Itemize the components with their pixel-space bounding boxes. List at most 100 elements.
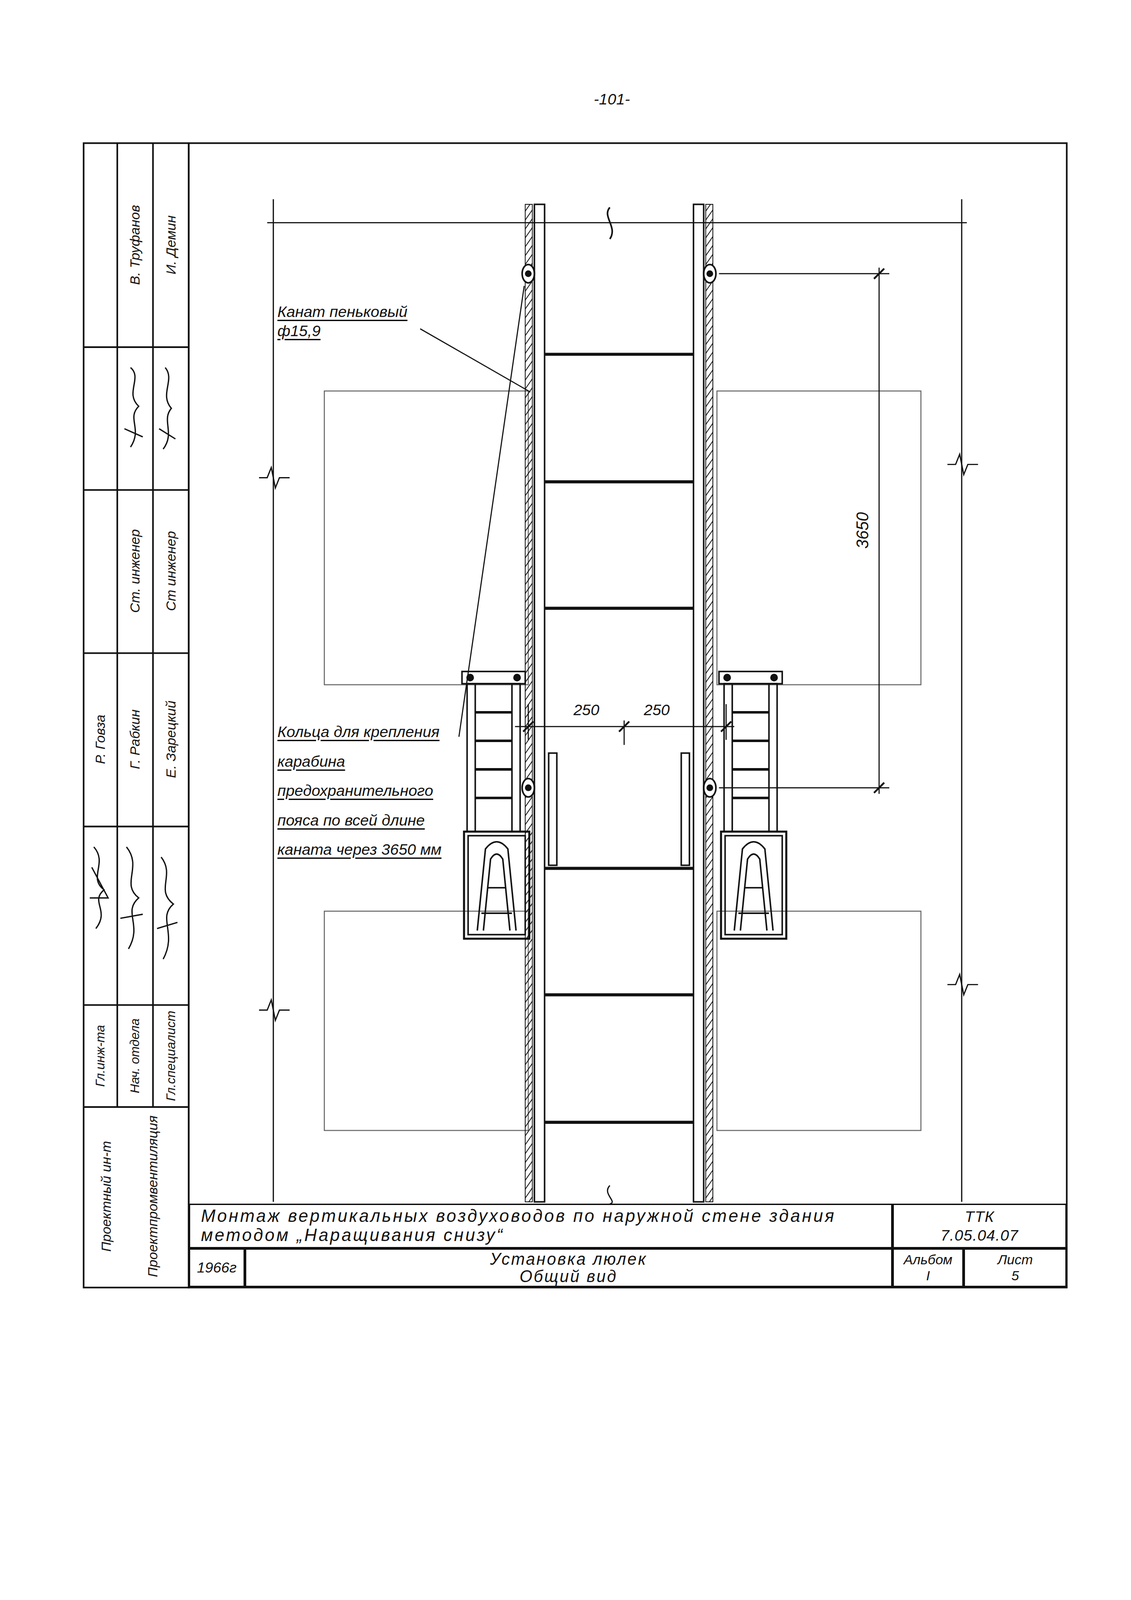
stamp-position: Гл.специалист [163,1010,179,1101]
rope-ring [525,785,531,791]
stamp-name: Е. Зарецкий [162,700,180,779]
window-opening [324,390,529,685]
hemp-rope [705,204,713,1202]
page-number: -101- [593,89,630,109]
stamp-position: Гл.инж-та [92,1024,109,1087]
rope-ring [707,785,713,791]
extension-line [607,1185,613,1204]
sheet-title-cell: Установка люлекОбщий вид [244,1248,893,1287]
sheet-frame [83,488,189,491]
rope-ring [525,271,531,277]
ladder [693,204,704,1202]
ladder [544,993,694,997]
cradle [719,671,787,939]
extension-line [960,199,963,1202]
ladder [544,480,694,484]
extension-line [259,199,979,1204]
title-text: ТТК [964,1207,995,1226]
title-text: Лист [997,1251,1033,1268]
sheet-frame [83,143,1067,1288]
ladder [534,204,704,1202]
sheet-frame [83,825,189,828]
title-text: 1966г [197,1259,237,1276]
stamp-name: В. Труфанов [126,204,144,285]
sheet-frame [116,143,119,1107]
rope-ring [522,264,716,797]
stamp-name: Г. Рабкин [126,709,144,770]
sheet-frame [83,1004,189,1007]
dimension-line [725,704,727,740]
stamp-organization: Проектпромвентиляция [144,1115,161,1277]
ladder [544,866,694,870]
year-cell: 1966г [188,1248,245,1287]
extension-line [267,222,967,224]
window-opening [716,390,921,685]
signature [156,856,178,960]
window-opening [324,390,921,1131]
sheet-cell: Лист5 [963,1248,1067,1287]
title-text: Общий вид [519,1267,618,1286]
extension-line [607,207,613,239]
window-opening [324,911,529,1131]
stamp-name: Р. Говза [92,714,109,765]
hemp-rope [525,204,533,1202]
title-text: Альбом [903,1251,953,1268]
stamp-name: И. Демин [162,215,180,275]
callout-text: Кольца для крепления карабина предохрани… [277,716,462,865]
title-text: 5 [1011,1267,1020,1284]
sheet-frame [83,346,189,348]
signature [89,846,109,929]
dimension-value: 250 [573,700,600,720]
dimension-line [719,787,890,789]
stamp-position: Ст. инженер [126,529,144,613]
extension-line [259,999,290,1021]
sheet-frame [83,1105,189,1108]
ladder [544,606,694,610]
dimension-line [523,721,732,732]
title-text: I [926,1267,930,1284]
ladder [548,752,557,866]
stamp-position: Нач. отдела [127,1017,144,1093]
album-cell: АльбомI [892,1248,965,1287]
extension-line [947,974,978,995]
signature [124,367,143,447]
dimension-value: 250 [643,700,670,720]
sheet-frame [83,652,189,654]
cradle [461,671,530,939]
code-cell: ТТК7.05.04.07 [892,1203,1067,1249]
title-text: Установка люлек [490,1250,648,1268]
callout-text: Канат пеньковый ф15,9 [277,301,421,341]
rope-ring [707,271,713,277]
leader-line [458,285,524,737]
dimension-line [623,720,625,746]
signature [89,367,178,960]
dimension-line [514,267,890,794]
dimension-value: 3650 [852,512,873,549]
sheet-frame [188,143,1067,1288]
sheet-frame [83,143,189,1288]
rope-ring [522,264,535,283]
sheet-frame [152,143,155,1107]
extension-line [259,467,290,488]
signature [120,846,143,950]
ladder [544,352,694,356]
rope-ring [703,778,716,797]
stamp-position: Ст инженер [162,531,180,612]
ladder [681,752,690,866]
title-text: 7.05.04.07 [940,1225,1019,1245]
dimension-line [873,268,884,793]
ladder [544,1120,694,1124]
dimension-line [719,273,890,275]
hemp-rope [525,204,713,1202]
rope-ring [522,778,535,797]
signature [159,367,176,450]
title-text: Монтаж вертикальных воздуховодов по нару… [201,1206,881,1246]
dimension-line [878,267,880,794]
dimension-line [527,704,529,740]
rope-ring [703,264,716,283]
leader-line [420,285,531,737]
stamp-organization: Проектный ин-т [98,1141,115,1252]
extension-line [272,199,275,1202]
extension-line [947,454,978,475]
title-cell: Монтаж вертикальных воздуховодов по нару… [188,1203,893,1249]
